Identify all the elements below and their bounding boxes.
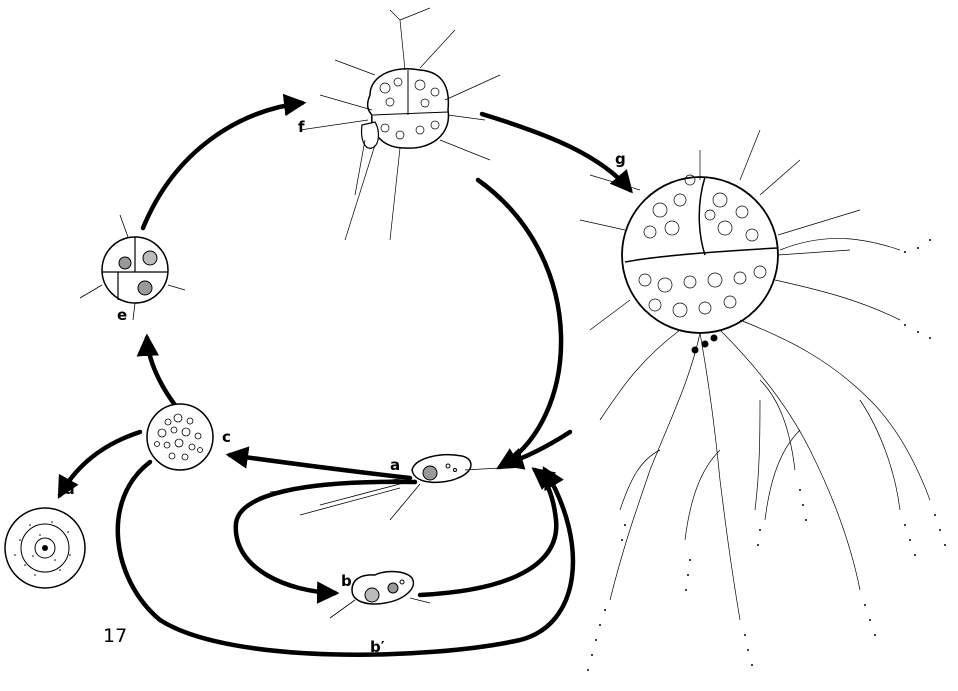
cell-e [80,215,185,320]
arrow-f-return-to-a [478,180,561,467]
label-b-prime: b′ [370,640,385,655]
cell-g [580,130,946,671]
cell-f [300,8,500,240]
label-g: g [615,152,626,167]
cell-d [5,508,85,588]
label-a: a [390,458,400,473]
cell-c [147,404,213,470]
arrow-c-to-b-prime [118,462,573,655]
label-f: f [298,120,305,135]
arrow-f-to-g [482,114,630,190]
label-e: e [117,308,127,323]
label-d: d [64,482,75,497]
label-c: c [222,430,231,445]
arrow-b-to-a [420,470,556,595]
arrow-e-to-f [143,103,302,228]
arrow-c-to-e [147,338,175,405]
label-b: b [341,574,352,589]
arrow-g-return-to-a [505,432,570,464]
figure-number: 17 [103,627,127,646]
arrow-a-to-c [230,455,410,478]
